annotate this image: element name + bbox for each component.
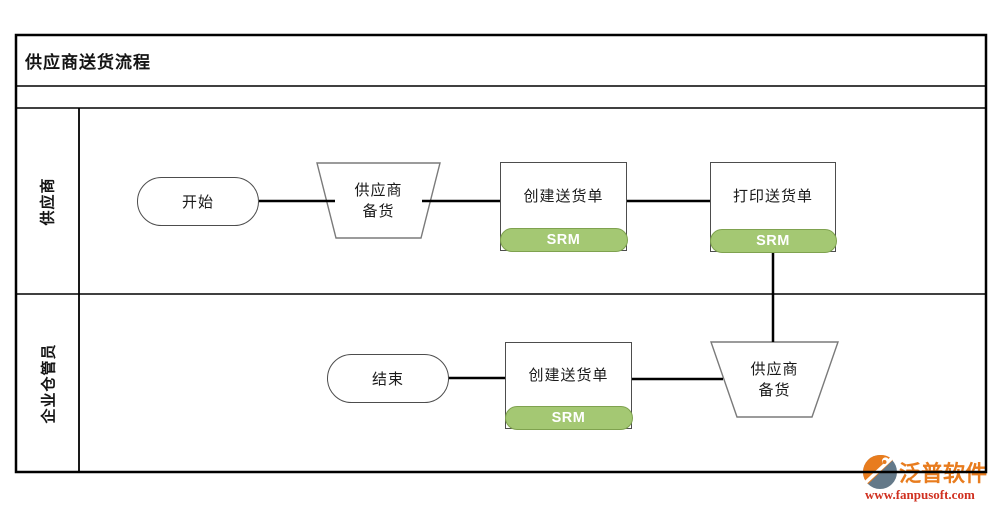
srm-badge: SRM [709, 228, 837, 253]
print-delivery-note-label: 打印送货单 [732, 188, 813, 206]
lane-label-supplier: 供应商 [39, 176, 57, 226]
supplier-stock-label-2: 供应商 备货 [750, 360, 799, 399]
create-delivery-note-label-1: 创建送货单 [523, 187, 604, 205]
fanpu-logo-icon [862, 454, 898, 490]
frame-border [14, 33, 988, 474]
start-node: 开始 [137, 177, 259, 226]
create-delivery-note-box-1: 创建送货单 SRM [499, 162, 628, 252]
supplier-stock-label-1: 供应商 备货 [354, 181, 403, 220]
create-delivery-note-label-2: 创建送货单 [528, 366, 609, 384]
watermark-url-text: www.fanpusoft.com [865, 487, 975, 502]
watermark-brand-text: 泛普软件 [899, 461, 988, 486]
print-delivery-note-box: 打印送货单 SRM [709, 162, 837, 253]
lane-label-warehouse: 企业仓管员 [40, 343, 58, 424]
srm-badge: SRM [499, 227, 628, 252]
srm-badge: SRM [504, 405, 633, 430]
page-title: 供应商送货流程 [25, 53, 151, 72]
watermark: 泛普软件 www.fanpusoft.com [862, 454, 1000, 503]
end-node: 结束 [327, 354, 449, 403]
create-delivery-note-box-2: 创建送货单 SRM [504, 342, 633, 430]
